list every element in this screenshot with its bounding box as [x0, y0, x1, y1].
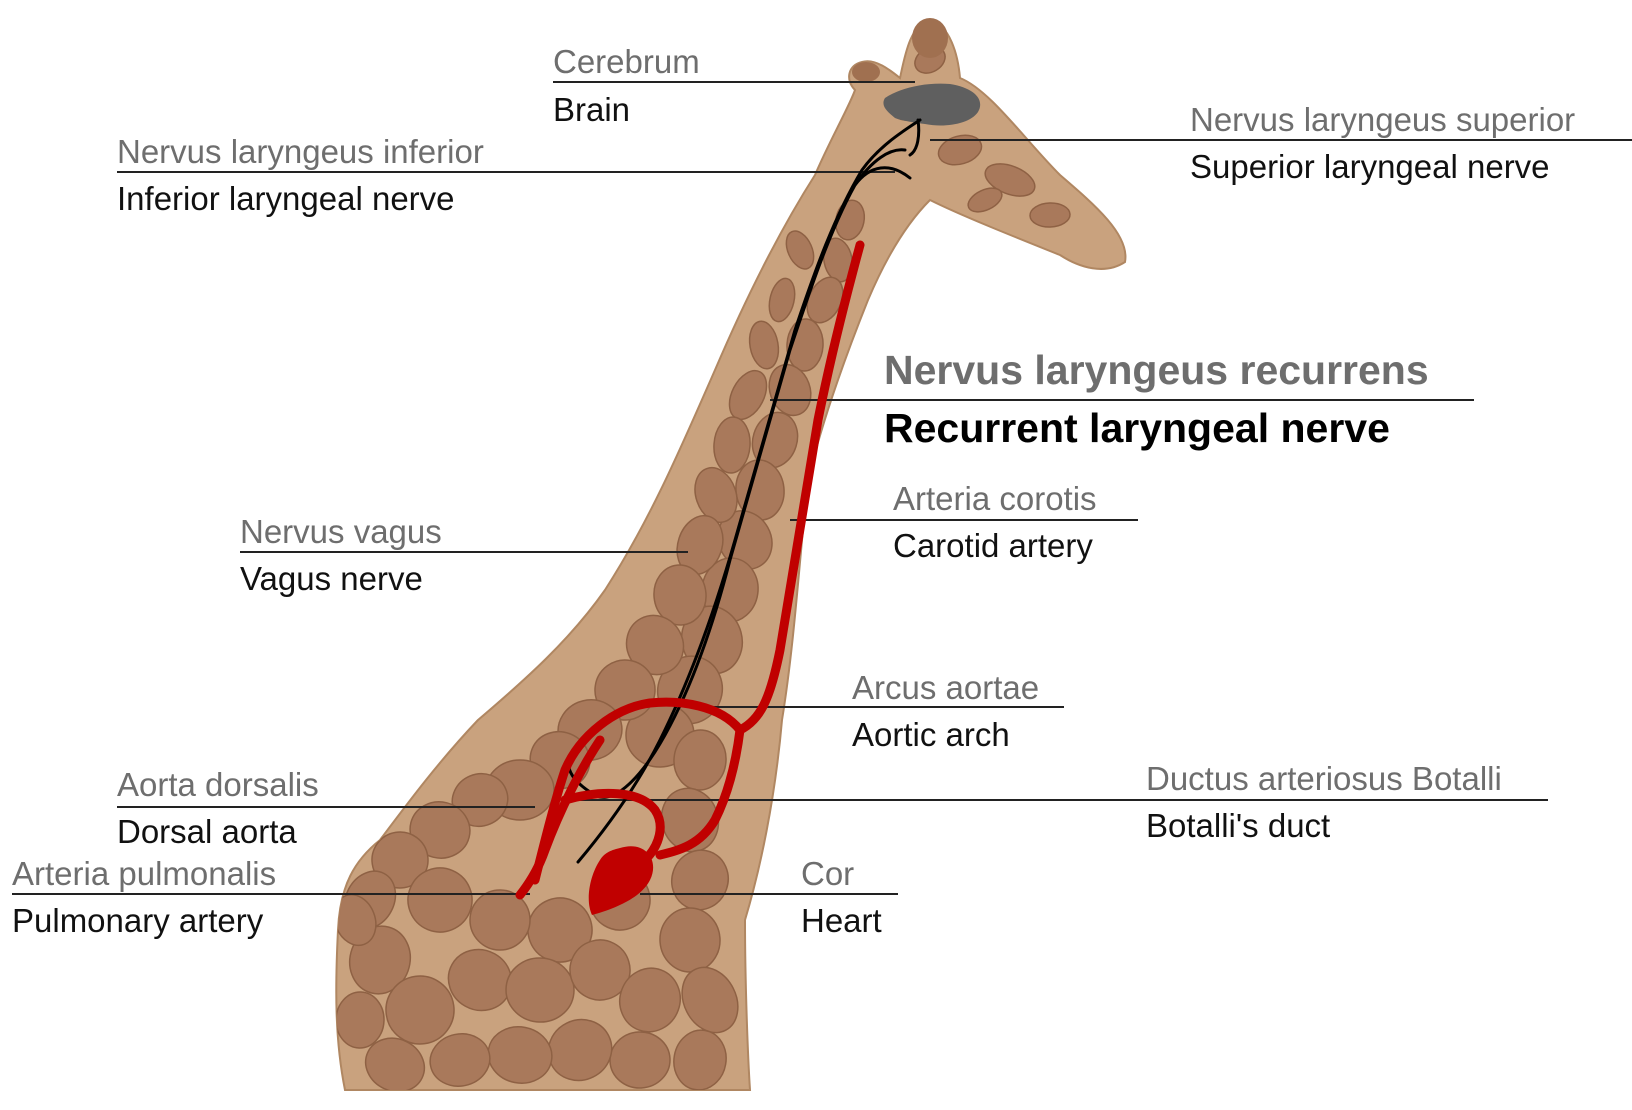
label-botalli-english: Botalli's duct [1146, 809, 1330, 842]
ear-icon [852, 62, 880, 82]
fur-patch [1030, 202, 1071, 227]
label-dorsal-aorta-latin: Aorta dorsalis [117, 768, 319, 801]
label-carotid-english: Carotid artery [893, 529, 1093, 562]
label-inferior-english: Inferior laryngeal nerve [117, 182, 455, 215]
label-inferior-latin: Nervus laryngeus inferior [117, 135, 484, 168]
label-vagus-english: Vagus nerve [240, 562, 423, 595]
label-recurrent-latin: Nervus laryngeus recurrens [884, 350, 1429, 391]
label-heart-latin: Cor [801, 857, 854, 890]
label-cerebrum-latin: Cerebrum [553, 45, 700, 78]
label-aortic-arch-english: Aortic arch [852, 718, 1010, 751]
ossicone-icon [912, 18, 948, 58]
label-botalli-latin: Ductus arteriosus Botalli [1146, 762, 1502, 795]
label-cerebrum-english: Brain [553, 93, 630, 126]
label-heart-english: Heart [801, 904, 882, 937]
label-pulmonary-english: Pulmonary artery [12, 904, 263, 937]
label-aortic-arch-latin: Arcus aortae [852, 671, 1039, 704]
label-pulmonary-latin: Arteria pulmonalis [12, 857, 276, 890]
label-superior-english: Superior laryngeal nerve [1190, 150, 1550, 183]
label-dorsal-aorta-english: Dorsal aorta [117, 815, 297, 848]
label-recurrent-english: Recurrent laryngeal nerve [884, 408, 1390, 449]
label-carotid-latin: Arteria corotis [893, 482, 1097, 515]
label-superior-latin: Nervus laryngeus superior [1190, 103, 1575, 136]
label-vagus-latin: Nervus vagus [240, 515, 442, 548]
